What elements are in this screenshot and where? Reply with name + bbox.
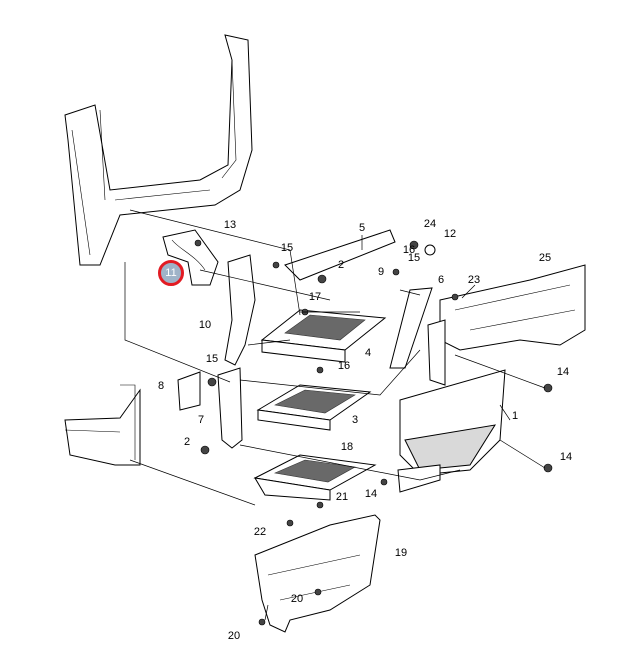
callout-12[interactable]: 12 <box>443 228 457 240</box>
callout-14[interactable]: 14 <box>364 488 378 500</box>
callout-13[interactable]: 13 <box>223 219 237 231</box>
callout-14[interactable]: 14 <box>559 451 573 463</box>
callout-15[interactable]: 15 <box>280 242 294 254</box>
callout-7[interactable]: 7 <box>197 414 205 426</box>
callout-16[interactable]: 16 <box>337 360 351 372</box>
callout-8[interactable]: 8 <box>157 380 165 392</box>
callout-9[interactable]: 9 <box>377 266 385 278</box>
callout-2[interactable]: 2 <box>183 436 191 448</box>
callout-24[interactable]: 24 <box>423 218 437 230</box>
pillar-bracket-10 <box>224 254 256 366</box>
callout-14[interactable]: 14 <box>556 366 570 378</box>
callout-18[interactable]: 18 <box>340 441 354 453</box>
callout-2[interactable]: 2 <box>337 259 345 271</box>
lower-panel-19 <box>254 514 381 633</box>
callout-22[interactable]: 22 <box>253 526 267 538</box>
callout-20[interactable]: 20 <box>290 593 304 605</box>
callout-5[interactable]: 5 <box>358 222 366 234</box>
wheel-house-panel-1 <box>397 369 506 493</box>
callout-16[interactable]: 16 <box>402 244 416 256</box>
fender-liner-25 <box>427 264 586 386</box>
bracket-7 <box>217 367 243 449</box>
callout-25[interactable]: 25 <box>538 252 552 264</box>
step-4 <box>260 309 387 363</box>
callout-23[interactable]: 23 <box>467 274 481 286</box>
step-18 <box>253 454 377 501</box>
leader-lines <box>124 209 546 621</box>
bracket-8 <box>177 371 201 411</box>
callout-3[interactable]: 3 <box>351 414 359 426</box>
callout-6[interactable]: 6 <box>437 274 445 286</box>
callout-1[interactable]: 1 <box>511 410 519 422</box>
callout-20[interactable]: 20 <box>227 630 241 642</box>
body-pillar-frame <box>64 34 253 266</box>
callout-10[interactable]: 10 <box>198 319 212 331</box>
trim-6 <box>389 287 433 369</box>
callout-4[interactable]: 4 <box>364 347 372 359</box>
trim-strip-5 <box>284 229 396 281</box>
callout-15[interactable]: 15 <box>205 353 219 365</box>
highlighted-callout-11[interactable]: 11 <box>158 260 184 286</box>
left-frame-section <box>64 384 141 466</box>
step-3 <box>256 384 372 431</box>
callout-21[interactable]: 21 <box>335 491 349 503</box>
callout-15[interactable]: 15 <box>407 252 421 264</box>
callout-17[interactable]: 17 <box>308 291 322 303</box>
callout-19[interactable]: 19 <box>394 547 408 559</box>
